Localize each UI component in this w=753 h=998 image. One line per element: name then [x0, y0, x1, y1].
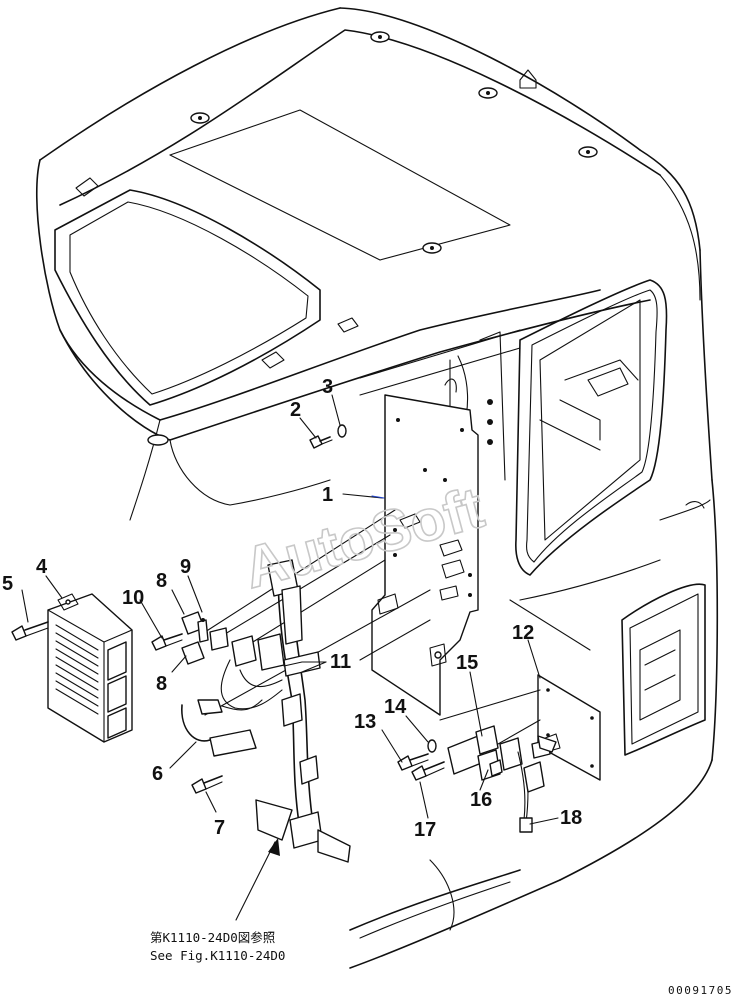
- callout-1: 1: [322, 484, 333, 506]
- callout-16: 16: [470, 789, 492, 811]
- bolt-5: [11, 621, 49, 641]
- blue-marker: [371, 495, 385, 499]
- bolt-7: [191, 775, 223, 794]
- callout-4: 4: [36, 556, 48, 578]
- wiring-harness: [181, 559, 351, 863]
- relay-panel: [537, 674, 601, 781]
- controller-unit: [47, 593, 133, 743]
- callout-10: 10: [122, 587, 144, 609]
- mounting-panel: [371, 378, 493, 716]
- callout-18: 18: [560, 807, 582, 829]
- callout-12: 12: [512, 622, 534, 644]
- callout-6: 6: [152, 763, 163, 785]
- callout-15: 15: [456, 652, 478, 674]
- callouts: 1 2 3 4 5 6 7 8 8 9 10 11 12 13 14 15 16…: [2, 376, 582, 841]
- relay-group: [447, 725, 557, 833]
- callout-11: 11: [330, 651, 351, 673]
- callout-17: 17: [414, 819, 436, 841]
- callout-8-upper: 8: [156, 570, 167, 592]
- reference-note-en: See Fig.K1110-24D0: [150, 948, 285, 963]
- bolt-17: [411, 761, 445, 781]
- bolt-2: [309, 435, 333, 449]
- drawing-number: 00091705: [668, 984, 733, 997]
- relay-clamps: [181, 611, 209, 665]
- reference-note-jp: 第K1110-24D0図参照: [150, 930, 275, 945]
- callout-14: 14: [384, 696, 407, 718]
- bolt-10: [151, 633, 183, 651]
- bolt-13: [397, 753, 429, 771]
- callout-3: 3: [322, 376, 333, 398]
- callout-13: 13: [354, 711, 376, 733]
- callout-5: 5: [2, 573, 13, 595]
- washer-14: [427, 739, 437, 753]
- callout-8-lower: 8: [156, 673, 167, 695]
- reference-arrowhead: [268, 838, 280, 856]
- callout-7: 7: [214, 817, 225, 839]
- washer-3: [337, 424, 347, 438]
- leader-lines: [21, 394, 559, 921]
- callout-9: 9: [180, 556, 191, 578]
- cab-body: [35, 7, 719, 969]
- callout-2: 2: [290, 399, 301, 421]
